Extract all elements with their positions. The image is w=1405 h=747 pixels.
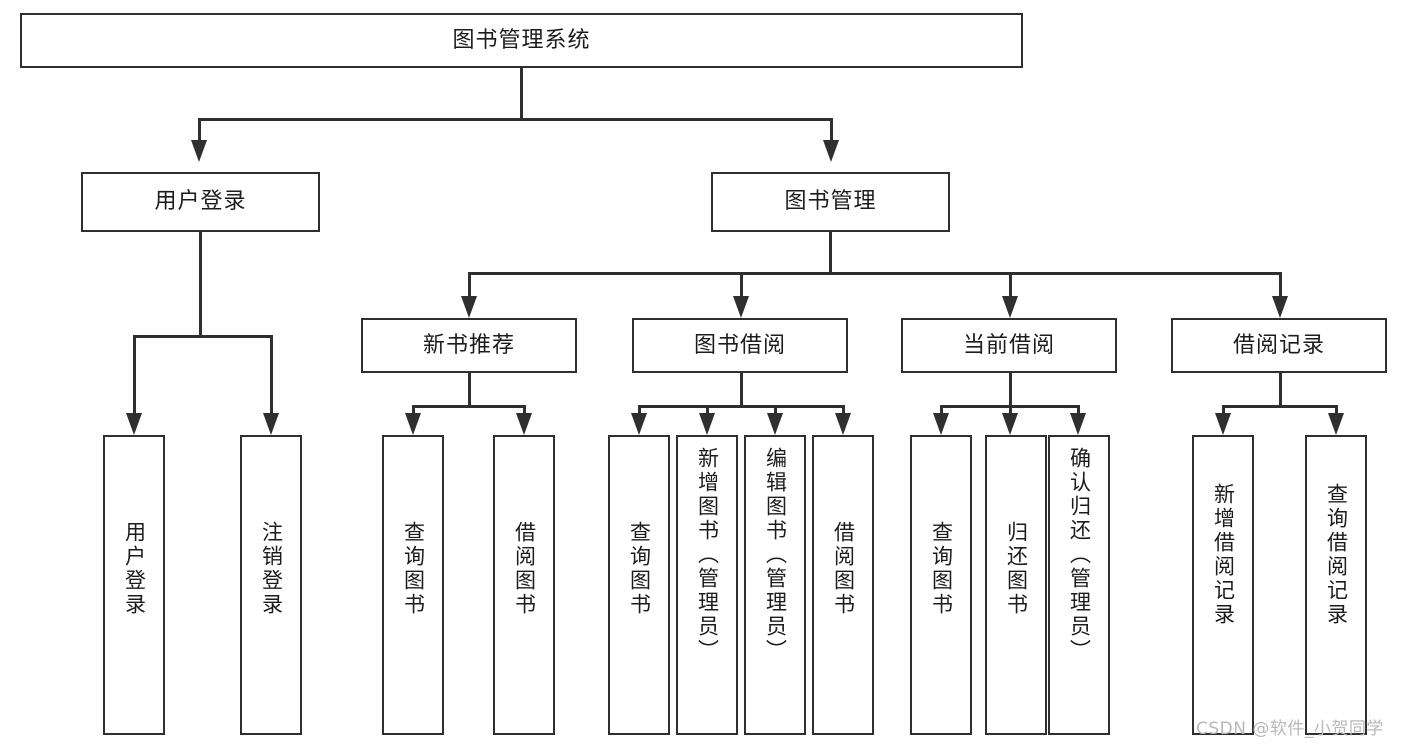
leaf-confirm-return[interactable]: 确认归还（管理员） [1048, 435, 1110, 735]
connector-book-borrow-drop-4 [842, 405, 845, 413]
leaf-query-book-recommend[interactable]: 查询图书 [382, 435, 444, 735]
node-borrow-record[interactable]: 借阅记录 [1171, 318, 1387, 373]
node-label: 借阅记录 [1232, 332, 1325, 358]
arrow-to-book-management [823, 140, 839, 162]
node-book-management[interactable]: 图书管理 [711, 172, 950, 232]
connector-borrow-record-drop-2 [1335, 405, 1338, 413]
leaf-user-login[interactable]: 用户登录 [103, 435, 165, 735]
arrow-to-leaf-query-record [1328, 413, 1344, 435]
leaf-edit-book[interactable]: 编辑图书（管理员） [744, 435, 806, 735]
connector-user-login-drop-1 [133, 335, 136, 413]
connector-level3-bus [468, 272, 1280, 275]
connector-new-book-drop-2 [523, 405, 526, 413]
leaf-query-book-borrow[interactable]: 查询图书 [608, 435, 670, 735]
connector-user-login-bus [133, 335, 270, 338]
leaf-query-book-current[interactable]: 查询图书 [910, 435, 972, 735]
connector-book-borrow-drop-2 [706, 405, 709, 413]
connector-book-borrow-drop-3 [774, 405, 777, 413]
arrow-to-leaf-edit-book [767, 413, 783, 435]
arrow-to-leaf-borrow-book-1 [516, 413, 532, 435]
node-user-login[interactable]: 用户登录 [81, 172, 320, 232]
node-label: 图书借阅 [693, 332, 786, 358]
connector-level2-drop-1 [198, 118, 201, 140]
node-root-book-management-system[interactable]: 图书管理系统 [20, 13, 1023, 68]
arrow-to-leaf-query-book-3 [933, 413, 949, 435]
connector-current-borrow-drop-2 [1009, 405, 1012, 413]
connector-borrow-record-stem [1279, 373, 1282, 405]
arrow-to-book-borrow [733, 296, 749, 318]
connector-book-borrow-bus [638, 405, 844, 408]
node-label: 编辑图书（管理员） [763, 447, 788, 663]
leaf-add-borrow-record[interactable]: 新增借阅记录 [1192, 435, 1254, 735]
arrow-to-leaf-query-book-2 [631, 413, 647, 435]
connector-root-stem [520, 68, 523, 118]
node-label: 新书推荐 [422, 332, 515, 358]
node-label: 确认归还（管理员） [1067, 447, 1092, 663]
connector-new-book-bus [412, 405, 525, 408]
arrow-to-leaf-user-login [126, 413, 142, 435]
node-label: 注销登录 [259, 521, 284, 617]
node-label: 用户登录 [122, 521, 147, 617]
leaf-borrow-book[interactable]: 借阅图书 [812, 435, 874, 735]
arrow-to-user-login [191, 140, 207, 162]
connector-level3-drop-4 [1279, 272, 1282, 296]
node-label: 图书管理 [784, 189, 877, 215]
node-label: 图书管理系统 [452, 27, 591, 53]
node-label: 当前借阅 [962, 332, 1055, 358]
leaf-add-book[interactable]: 新增图书（管理员） [676, 435, 738, 735]
arrow-to-leaf-return-book [1002, 413, 1018, 435]
csdn-watermark: CSDN @软件_小贺同学 [1196, 719, 1384, 739]
connector-book-borrow-stem [740, 373, 743, 405]
arrow-to-leaf-query-book-1 [405, 413, 421, 435]
leaf-return-book[interactable]: 归还图书 [985, 435, 1047, 735]
connector-borrow-record-drop-1 [1222, 405, 1225, 413]
connector-new-book-drop-1 [412, 405, 415, 413]
node-label: 归还图书 [1004, 521, 1029, 617]
arrow-to-leaf-add-record [1215, 413, 1231, 435]
connector-level3-drop-3 [1009, 272, 1012, 296]
connector-borrow-record-bus [1222, 405, 1337, 408]
node-new-book-recommend[interactable]: 新书推荐 [361, 318, 577, 373]
arrow-to-current-borrow [1002, 296, 1018, 318]
node-label: 新增借阅记录 [1211, 483, 1236, 627]
connector-new-book-stem [468, 373, 471, 405]
node-current-borrow[interactable]: 当前借阅 [901, 318, 1117, 373]
leaf-query-borrow-record[interactable]: 查询借阅记录 [1305, 435, 1367, 735]
arrow-to-leaf-logout [263, 413, 279, 435]
node-book-borrow[interactable]: 图书借阅 [632, 318, 848, 373]
node-label: 借阅图书 [831, 521, 856, 617]
node-label: 借阅图书 [512, 521, 537, 617]
connector-level3-drop-2 [740, 272, 743, 296]
connector-level2-bus [198, 118, 832, 121]
node-label: 用户登录 [154, 189, 247, 215]
connector-user-login-stem [199, 232, 202, 335]
node-label: 新增图书（管理员） [695, 447, 720, 663]
leaf-logout[interactable]: 注销登录 [240, 435, 302, 735]
node-label: 查询图书 [929, 521, 954, 617]
arrow-to-leaf-borrow-book-2 [835, 413, 851, 435]
node-label: 查询借阅记录 [1324, 483, 1349, 627]
connector-current-borrow-drop-3 [1077, 405, 1080, 413]
leaf-borrow-book-recommend[interactable]: 借阅图书 [493, 435, 555, 735]
connector-book-management-stem [829, 232, 832, 272]
arrow-to-leaf-confirm-return [1070, 413, 1086, 435]
arrow-to-borrow-record [1272, 296, 1288, 318]
connector-user-login-drop-2 [270, 335, 273, 413]
connector-level3-drop-1 [468, 272, 471, 296]
arrow-to-leaf-add-book [699, 413, 715, 435]
node-label: 查询图书 [401, 521, 426, 617]
connector-book-borrow-drop-1 [638, 405, 641, 413]
connector-level2-drop-2 [830, 118, 833, 140]
connector-current-borrow-drop-1 [940, 405, 943, 413]
arrow-to-new-book-recommend [461, 296, 477, 318]
connector-current-borrow-stem [1009, 373, 1012, 405]
node-label: 查询图书 [627, 521, 652, 617]
